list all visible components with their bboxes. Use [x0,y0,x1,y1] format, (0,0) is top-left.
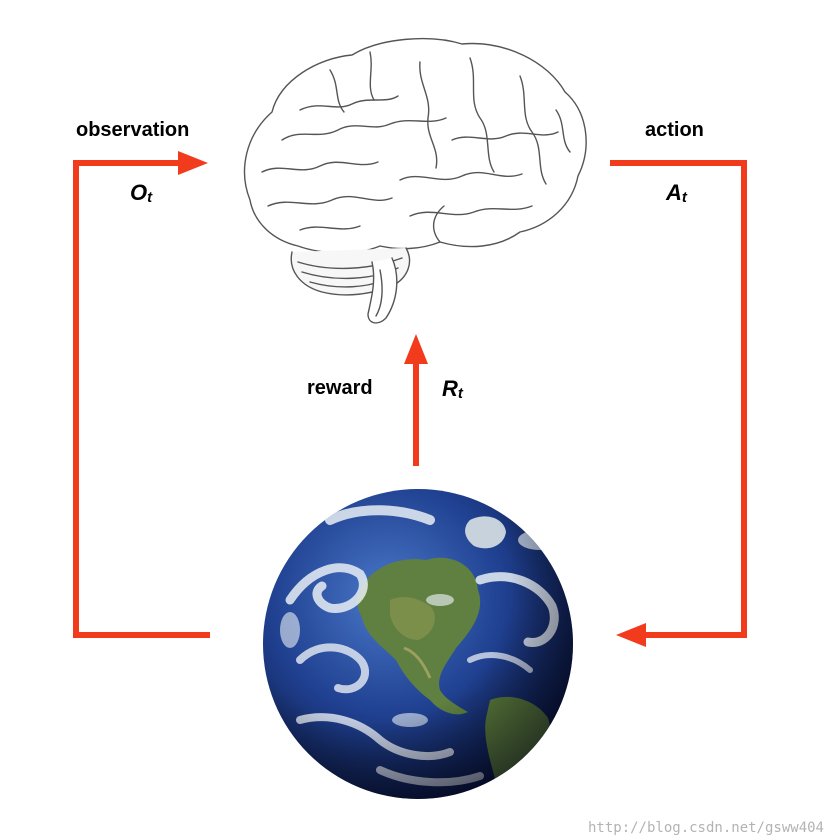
action-symbol-subscript: t [681,189,687,206]
reward-symbol-letter: R [442,376,458,401]
observation-arrow [73,151,210,638]
observation-symbol: Ot [130,180,152,206]
reward-symbol: Rt [442,376,463,402]
action-label: action [645,119,704,141]
reward-label: reward [307,377,373,399]
earth-icon [263,489,573,799]
observation-symbol-letter: O [130,180,148,205]
observation-symbol-subscript: t [147,189,153,206]
action-symbol: At [666,180,687,206]
brain-icon [243,37,587,324]
watermark: http://blog.csdn.net/gsww404 [587,820,824,836]
reward-symbol-subscript: t [457,385,463,402]
reward-arrow [404,334,428,466]
observation-label: observation [76,119,190,141]
action-symbol-letter: A [666,180,682,205]
action-arrow [610,160,747,647]
